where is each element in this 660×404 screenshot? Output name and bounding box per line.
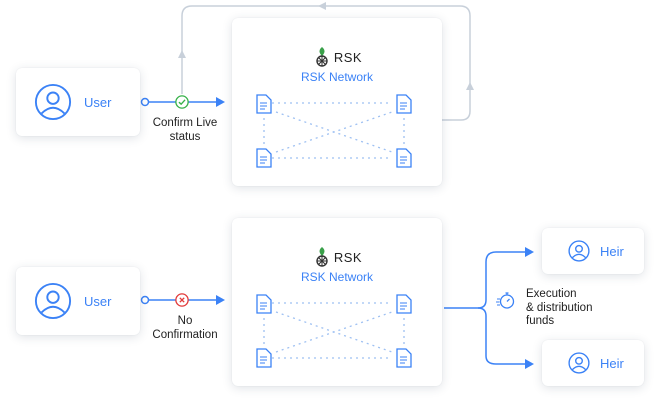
heir-card-1[interactable]: Heir bbox=[542, 228, 644, 274]
bottom-flow-arrowhead bbox=[216, 295, 225, 305]
network-title: RSK Network bbox=[300, 270, 374, 284]
heir-avatar-icon bbox=[568, 352, 590, 374]
heir-2-arrowhead bbox=[525, 359, 534, 369]
execution-caption: Execution & distribution funds bbox=[526, 288, 636, 329]
bottom-flow-start-dot bbox=[140, 295, 150, 305]
execution-line3: funds bbox=[526, 315, 555, 327]
user-avatar-icon bbox=[34, 83, 72, 121]
bottom-rsk-network-card: RSK RSK Network bbox=[232, 218, 442, 386]
top-flow-start-dot bbox=[140, 97, 150, 107]
rsk-logo-text: RSK bbox=[333, 249, 363, 265]
user-avatar-icon bbox=[34, 282, 72, 320]
network-title: RSK Network bbox=[300, 70, 374, 84]
rsk-logo-icon bbox=[316, 247, 328, 267]
execution-line2: & distribution bbox=[526, 301, 593, 314]
branch-to-heir-2 bbox=[477, 307, 530, 365]
rsk-logo: RSK bbox=[232, 246, 442, 268]
no-confirmation-line1: No bbox=[177, 315, 193, 327]
loop-arrow-up bbox=[466, 82, 474, 90]
node-doc-icon bbox=[396, 294, 412, 314]
execution-line1: Execution bbox=[526, 288, 577, 300]
confirm-status-line1: Confirm Live bbox=[152, 117, 218, 129]
no-confirmation-line2: Confirmation bbox=[152, 329, 218, 341]
rsk-logo-text: RSK bbox=[333, 49, 363, 65]
node-mesh bbox=[263, 302, 405, 359]
branch-to-heir-1 bbox=[444, 251, 530, 309]
stopwatch-icon bbox=[496, 292, 515, 309]
loop-arrow-left bbox=[318, 2, 326, 10]
top-flow-arrowhead bbox=[216, 97, 225, 107]
check-circle-icon bbox=[175, 95, 189, 109]
rsk-logo-icon bbox=[316, 47, 328, 67]
confirm-status-caption: Confirm Live status bbox=[146, 116, 224, 144]
top-rsk-network-card: RSK RSK Network bbox=[232, 18, 442, 186]
rsk-logo: RSK bbox=[232, 46, 442, 68]
heir-label: Heir bbox=[600, 243, 624, 259]
heir-avatar-icon bbox=[568, 240, 590, 262]
node-doc-icon bbox=[396, 94, 412, 114]
heir-card-2[interactable]: Heir bbox=[542, 340, 644, 386]
user-label: User bbox=[84, 94, 112, 110]
node-doc-icon bbox=[256, 94, 272, 114]
confirm-status-line2: status bbox=[169, 131, 201, 143]
user-label: User bbox=[84, 293, 112, 309]
node-doc-icon bbox=[256, 148, 272, 168]
node-doc-icon bbox=[256, 294, 272, 314]
node-doc-icon bbox=[396, 148, 412, 168]
x-circle-icon bbox=[175, 293, 189, 307]
node-doc-icon bbox=[256, 348, 272, 368]
loop-arrow-up-left bbox=[178, 50, 186, 58]
top-user-card[interactable]: User bbox=[16, 68, 140, 136]
feedback-loop-line bbox=[181, 5, 471, 121]
heir-1-arrowhead bbox=[525, 247, 534, 257]
no-confirmation-caption: No Confirmation bbox=[140, 314, 230, 342]
heir-label: Heir bbox=[600, 355, 624, 371]
node-doc-icon bbox=[396, 348, 412, 368]
bottom-user-card[interactable]: User bbox=[16, 267, 140, 335]
node-mesh bbox=[263, 102, 405, 159]
